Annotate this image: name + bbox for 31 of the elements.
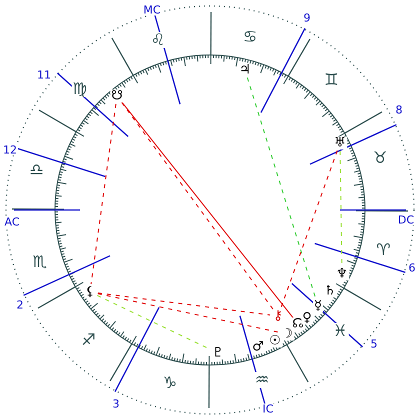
zodiac-sign-glyph: ♍ <box>72 80 88 97</box>
house-label: DC <box>396 214 416 226</box>
house-label: AC <box>4 216 20 228</box>
planet-glyph: ☉ <box>268 334 282 348</box>
aspect-line <box>246 77 316 299</box>
house-label: IC <box>262 404 274 414</box>
planet-glyph: ☋ <box>110 90 124 102</box>
house-label: 6 <box>408 262 416 274</box>
aspect-line <box>97 293 280 333</box>
aspect-line <box>280 150 338 309</box>
house-label: 3 <box>112 398 120 410</box>
house-label: 8 <box>394 104 404 116</box>
house-label: 9 <box>302 12 312 24</box>
planet-glyph: ♀ <box>301 312 313 324</box>
house-label: 2 <box>16 300 24 310</box>
zodiac-sign-glyph: ♏ <box>32 254 48 270</box>
planet-glyph: ☽ <box>280 328 294 340</box>
house-label: 11 <box>36 70 52 80</box>
house-label: 5 <box>370 338 378 350</box>
aspect-line <box>90 103 116 285</box>
planet-glyph: ☿ <box>313 300 323 312</box>
house-label: MC <box>142 4 162 16</box>
zodiac-sign-glyph: ♉ <box>372 150 388 166</box>
planet-glyph: ♅ <box>333 136 347 150</box>
aspect-line <box>97 292 271 316</box>
zodiac-sign-glyph: ♒ <box>254 372 270 388</box>
planet-glyph: ♆ <box>335 268 349 280</box>
house-label: 12 <box>2 144 18 156</box>
planet-glyph: ♃ <box>238 64 252 76</box>
planet-glyph: ♂ <box>251 340 265 354</box>
zodiac-sign-glyph: ♊ <box>323 72 340 88</box>
